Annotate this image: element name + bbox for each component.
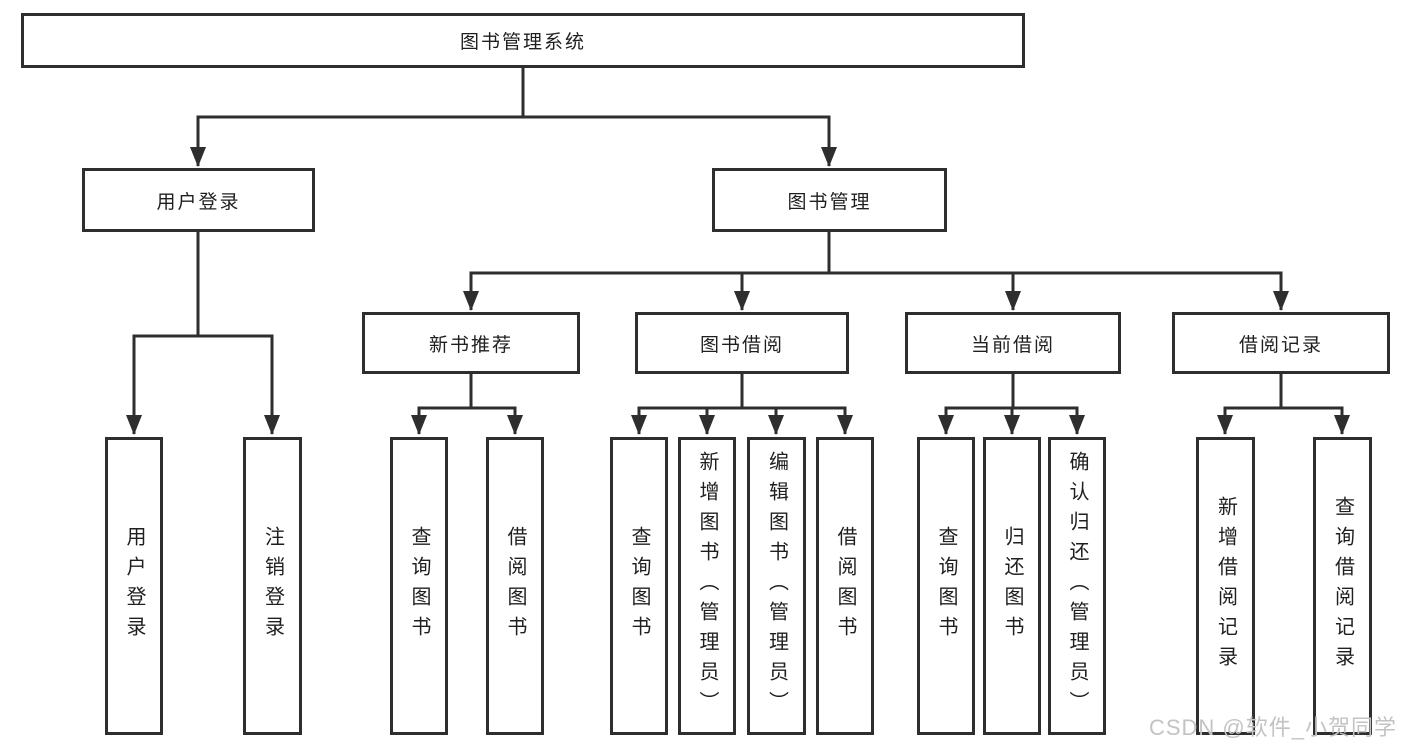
leaf-add-book-admin: 新增图书（管理员） <box>678 437 736 735</box>
csdn-watermark: CSDN @软件_小贺同学 <box>1148 715 1397 740</box>
leaf-edit-book-admin: 编辑图书（管理员） <box>747 437 806 735</box>
connector-records-to-query-record <box>1279 374 1350 435</box>
connector-records-to-add-record <box>1217 374 1283 435</box>
connector-userlogin-to-leaf-login <box>126 232 200 435</box>
leaf-add-borrow-record: 新增借阅记录 <box>1196 437 1255 735</box>
leaf-user-login-label: 用户登录 <box>123 526 145 646</box>
leaf-query-borrow-record: 查询借阅记录 <box>1313 437 1372 735</box>
node-user-login: 用户登录 <box>82 168 315 232</box>
leaf-add-book-admin-label: 新增图书（管理员） <box>696 451 718 721</box>
connector-borrow-to-add-book <box>699 374 744 435</box>
node-root: 图书管理系统 <box>21 13 1025 68</box>
connector-bookmgmt-to-borrow-records <box>827 232 1289 311</box>
connector-bookmgmt-to-new-book-recommend <box>463 232 831 311</box>
leaf-recommend-query-books-label: 查询图书 <box>408 526 430 646</box>
connector-bookmgmt-to-book-borrow <box>734 232 831 311</box>
connector-root-to-user-login <box>190 68 525 167</box>
leaf-logout-label: 注销登录 <box>261 526 284 646</box>
leaf-return-book: 归还图书 <box>983 437 1041 735</box>
leaf-confirm-return-admin-label: 确认归还（管理员） <box>1066 451 1088 721</box>
leaf-return-book-label: 归还图书 <box>1001 526 1023 646</box>
leaf-borrow-query-books: 查询图书 <box>610 437 668 735</box>
leaf-recommend-borrow-books: 借阅图书 <box>486 437 544 735</box>
leaf-confirm-return-admin: 确认归还（管理员） <box>1048 437 1106 735</box>
connector-borrow-to-edit-book <box>740 374 784 435</box>
connector-recommend-to-query-books <box>411 374 473 435</box>
node-book-management: 图书管理 <box>712 168 947 232</box>
connector-userlogin-to-leaf-logout <box>196 232 280 435</box>
node-book-borrow: 图书借阅 <box>635 312 849 374</box>
leaf-logout: 注销登录 <box>243 437 302 735</box>
leaf-borrow-query-books-label: 查询图书 <box>628 526 650 646</box>
leaf-current-query-books-label: 查询图书 <box>935 526 957 646</box>
leaf-borrow-borrow-books: 借阅图书 <box>816 437 874 735</box>
leaf-query-borrow-record-label: 查询借阅记录 <box>1331 496 1354 676</box>
connector-recommend-to-borrow-books <box>469 374 523 435</box>
node-borrow-records: 借阅记录 <box>1172 312 1390 374</box>
leaf-recommend-borrow-books-label: 借阅图书 <box>504 526 526 646</box>
leaf-add-borrow-record-label: 新增借阅记录 <box>1214 496 1237 676</box>
connector-bookmgmt-to-current-borrow <box>827 232 1021 311</box>
leaf-recommend-query-books: 查询图书 <box>390 437 448 735</box>
connector-borrow-to-borrow-books <box>740 374 853 435</box>
leaf-user-login: 用户登录 <box>105 437 163 735</box>
connector-borrow-to-query-books <box>631 374 744 435</box>
node-new-book-recommend: 新书推荐 <box>362 312 580 374</box>
connector-current-to-confirm-return <box>1011 374 1085 435</box>
node-current-borrow: 当前借阅 <box>905 312 1121 374</box>
leaf-borrow-borrow-books-label: 借阅图书 <box>834 526 856 646</box>
leaf-edit-book-admin-label: 编辑图书（管理员） <box>765 451 788 721</box>
leaf-current-query-books: 查询图书 <box>917 437 975 735</box>
connector-root-to-book-management <box>521 68 837 167</box>
connector-current-to-query-books <box>938 374 1015 435</box>
